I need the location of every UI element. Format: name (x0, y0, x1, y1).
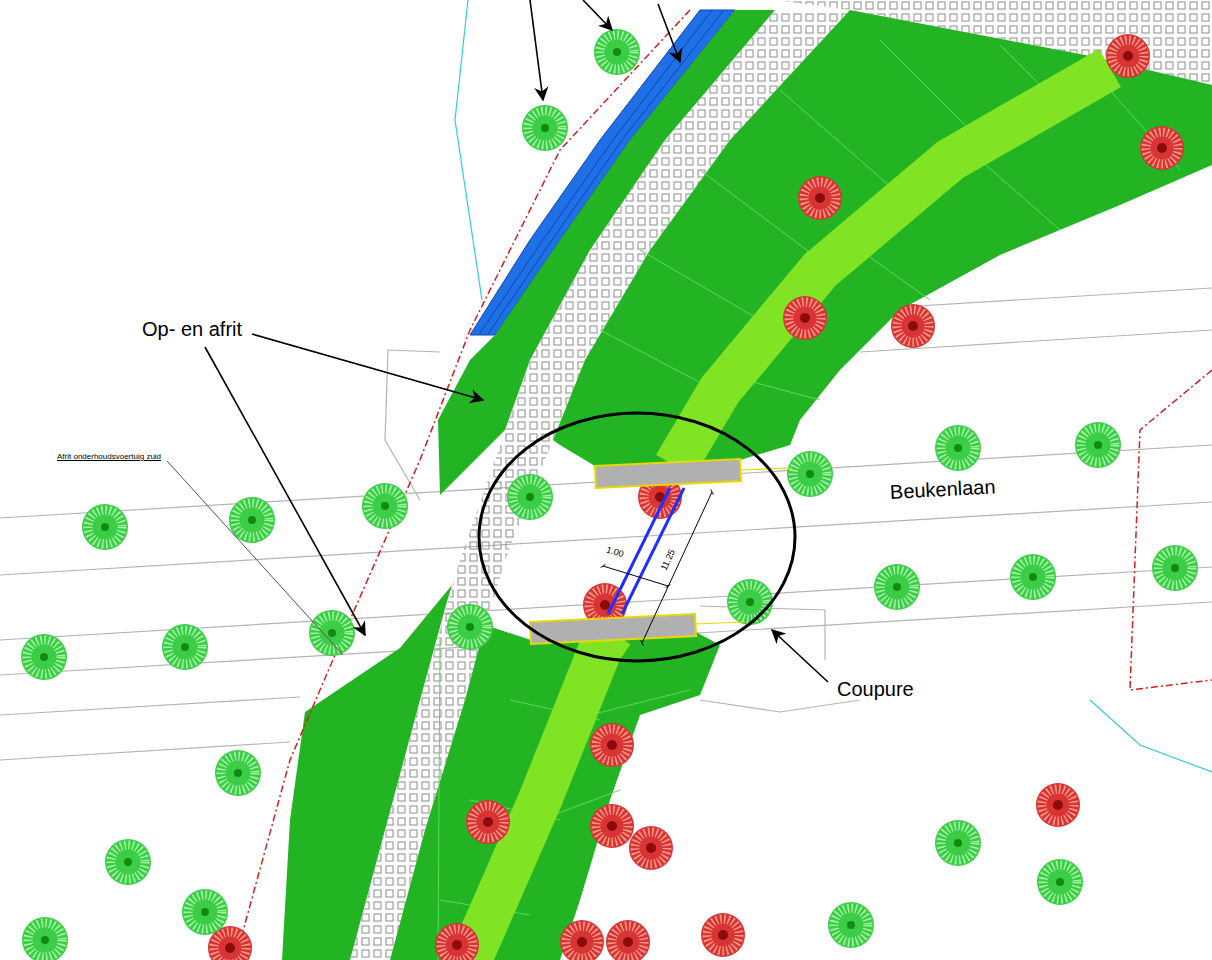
coupure-wall (530, 614, 696, 644)
leaders (205, 0, 828, 682)
tree-green (82, 504, 128, 550)
tree-green (309, 610, 355, 656)
street-name: Beukenlaan (887, 475, 998, 504)
tree-red (466, 800, 510, 844)
slope-line (860, 250, 930, 300)
tree-red (701, 913, 745, 957)
tree-green (105, 839, 151, 885)
guide-line (740, 468, 792, 470)
tree-green (162, 624, 208, 670)
tree-red (1036, 783, 1080, 827)
tree-green (507, 474, 553, 520)
tree-green (935, 820, 981, 866)
cadastral-line (1130, 370, 1212, 690)
tree-red (590, 723, 634, 767)
tree-green (215, 750, 261, 796)
tree-red (1140, 126, 1184, 170)
dimension-label: 11.25 (658, 546, 678, 574)
tree-green (362, 483, 408, 529)
tree-green (787, 451, 833, 497)
tree-red (560, 920, 604, 960)
trees (21, 29, 1198, 960)
water-line (455, 0, 482, 300)
leader-arrow (252, 334, 483, 400)
tree-red (891, 304, 935, 348)
slope-line (600, 330, 705, 385)
leader-arrow (583, 0, 612, 30)
tree-green (828, 902, 874, 948)
leader-arrow (772, 630, 828, 682)
tree-red (590, 804, 634, 848)
slope-lines (438, 40, 1180, 960)
dike-body (553, 10, 1212, 466)
callout-label: Op- en afrit (140, 318, 244, 341)
tree-red (783, 296, 827, 340)
tree-green (935, 425, 981, 471)
coupure-wall (595, 459, 741, 488)
water-line (1090, 700, 1212, 772)
tree-green (594, 29, 640, 75)
dimension-label: 1.00 (603, 544, 627, 560)
dike-body (390, 625, 720, 960)
tree-red (606, 920, 650, 960)
tree-green (522, 105, 568, 151)
dimension-label-text: 1.00 (603, 544, 627, 560)
slope-line (980, 160, 1060, 230)
leader-arrow (205, 347, 365, 635)
guide-line (695, 622, 745, 624)
leader-arrow (530, 0, 543, 100)
tree-red (629, 826, 673, 870)
tree-green (447, 604, 493, 650)
dimension-line (642, 492, 712, 643)
cadastral-line (235, 10, 1212, 960)
tree-green (1037, 859, 1083, 905)
stoplog-line (622, 488, 684, 614)
tree-green (727, 579, 773, 625)
slope-line (438, 640, 440, 960)
callout-label: Coupure (835, 678, 916, 701)
leader-arrow (658, 4, 680, 62)
tree-red (435, 923, 479, 960)
callout-label-text: Op- en afrit (140, 318, 244, 340)
street-name-text: Beukenlaan (887, 475, 998, 503)
exit-note: Afrit onderhoudsvoertuig zuid (55, 452, 163, 461)
tree-green (1010, 554, 1056, 600)
slope-line (745, 380, 820, 400)
tree-green (22, 917, 68, 960)
tree-red (798, 176, 842, 220)
slope-line (700, 170, 820, 260)
tree-green (1152, 545, 1198, 591)
tree-green (182, 889, 228, 935)
tree-green (1075, 422, 1121, 468)
slope-line (780, 90, 900, 195)
tree-green (229, 497, 275, 543)
slope-line (880, 40, 980, 140)
dike-crest (675, 68, 1110, 466)
dimension-label-text: 11.25 (658, 546, 678, 574)
highlight-circle (479, 413, 795, 661)
callout-label-text: Coupure (835, 678, 916, 700)
exit-note-text: Afrit onderhoudsvoertuig zuid (55, 452, 163, 461)
road-edge (0, 697, 300, 715)
leader-line (167, 461, 343, 655)
tree-green (21, 634, 67, 680)
tree-green (874, 564, 920, 610)
slope-line (640, 250, 760, 320)
dike-crest (470, 632, 612, 960)
plot-outline (700, 700, 860, 712)
tree-red (1106, 34, 1150, 78)
